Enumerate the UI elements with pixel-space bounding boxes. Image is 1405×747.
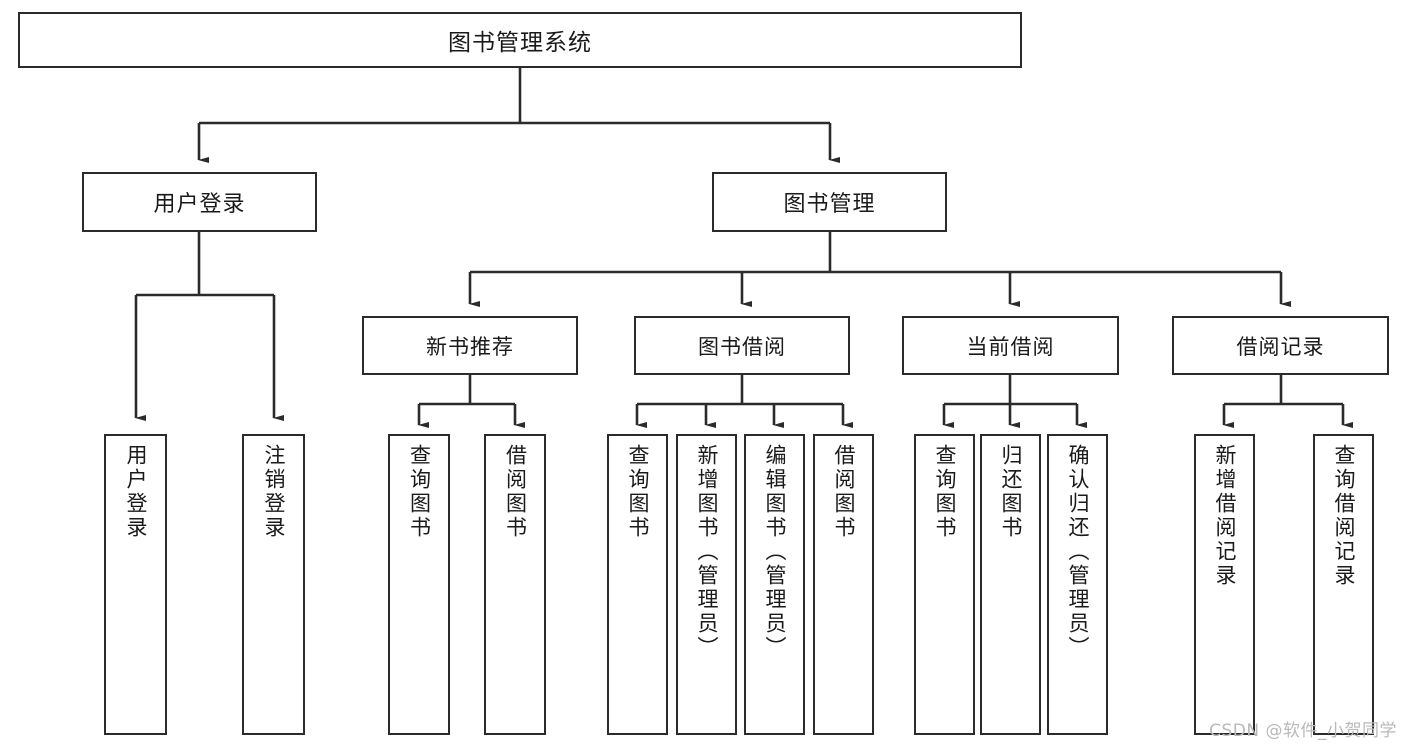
leaf-book-borrow-2[interactable]: 编辑图书（管理员） <box>744 434 805 735</box>
leaf-book-borrow-3[interactable]: 借阅图书 <box>813 434 874 735</box>
leaf-book-borrow-1[interactable]: 新增图书（管理员） <box>676 434 737 735</box>
node-root-label: 图书管理系统 <box>448 30 592 56</box>
node-current-borrow[interactable]: 当前借阅 <box>902 316 1119 375</box>
node-book-management[interactable]: 图书管理 <box>712 172 947 232</box>
node-borrow-record-label: 借阅记录 <box>1236 334 1325 359</box>
leaf-borrow-record-0-label: 新增借阅记录 <box>1213 444 1237 588</box>
node-root[interactable]: 图书管理系统 <box>18 12 1022 68</box>
node-borrow-record[interactable]: 借阅记录 <box>1172 316 1389 375</box>
leaf-user-login-0[interactable]: 用户登录 <box>104 434 167 735</box>
leaf-borrow-record-1-label: 查询借阅记录 <box>1332 444 1356 588</box>
node-new-book-recommend-label: 新书推荐 <box>426 334 514 359</box>
leaf-borrow-record-0[interactable]: 新增借阅记录 <box>1194 434 1255 735</box>
leaf-new-book-0[interactable]: 查询图书 <box>388 434 450 735</box>
leaf-user-login-1-label: 注销登录 <box>262 444 286 540</box>
leaf-current-borrow-2[interactable]: 确认归还（管理员） <box>1047 434 1108 735</box>
leaf-book-borrow-2-label: 编辑图书（管理员） <box>763 444 787 660</box>
leaf-user-login-1[interactable]: 注销登录 <box>242 434 305 735</box>
leaf-current-borrow-1[interactable]: 归还图书 <box>980 434 1041 735</box>
node-book-borrow[interactable]: 图书借阅 <box>634 316 850 375</box>
leaf-book-borrow-0-label: 查询图书 <box>626 444 650 540</box>
leaf-borrow-record-1[interactable]: 查询借阅记录 <box>1313 434 1374 735</box>
node-current-borrow-label: 当前借阅 <box>966 334 1055 359</box>
node-user-login-label: 用户登录 <box>153 192 246 217</box>
leaf-current-borrow-2-label: 确认归还（管理员） <box>1066 444 1090 660</box>
leaf-book-borrow-3-label: 借阅图书 <box>832 444 856 540</box>
leaf-book-borrow-0[interactable]: 查询图书 <box>607 434 668 735</box>
leaf-new-book-1-label: 借阅图书 <box>503 444 528 540</box>
node-user-login[interactable]: 用户登录 <box>82 172 317 232</box>
leaf-book-borrow-1-label: 新增图书（管理员） <box>695 444 719 660</box>
leaf-user-login-0-label: 用户登录 <box>124 444 148 540</box>
leaf-new-book-1[interactable]: 借阅图书 <box>484 434 546 735</box>
node-new-book-recommend[interactable]: 新书推荐 <box>362 316 578 375</box>
leaf-current-borrow-1-label: 归还图书 <box>999 444 1023 540</box>
leaf-new-book-0-label: 查询图书 <box>407 444 432 540</box>
leaf-current-borrow-0-label: 查询图书 <box>933 444 957 540</box>
leaf-current-borrow-0[interactable]: 查询图书 <box>914 434 975 735</box>
node-book-borrow-label: 图书借阅 <box>698 334 786 359</box>
node-book-management-label: 图书管理 <box>783 192 876 217</box>
